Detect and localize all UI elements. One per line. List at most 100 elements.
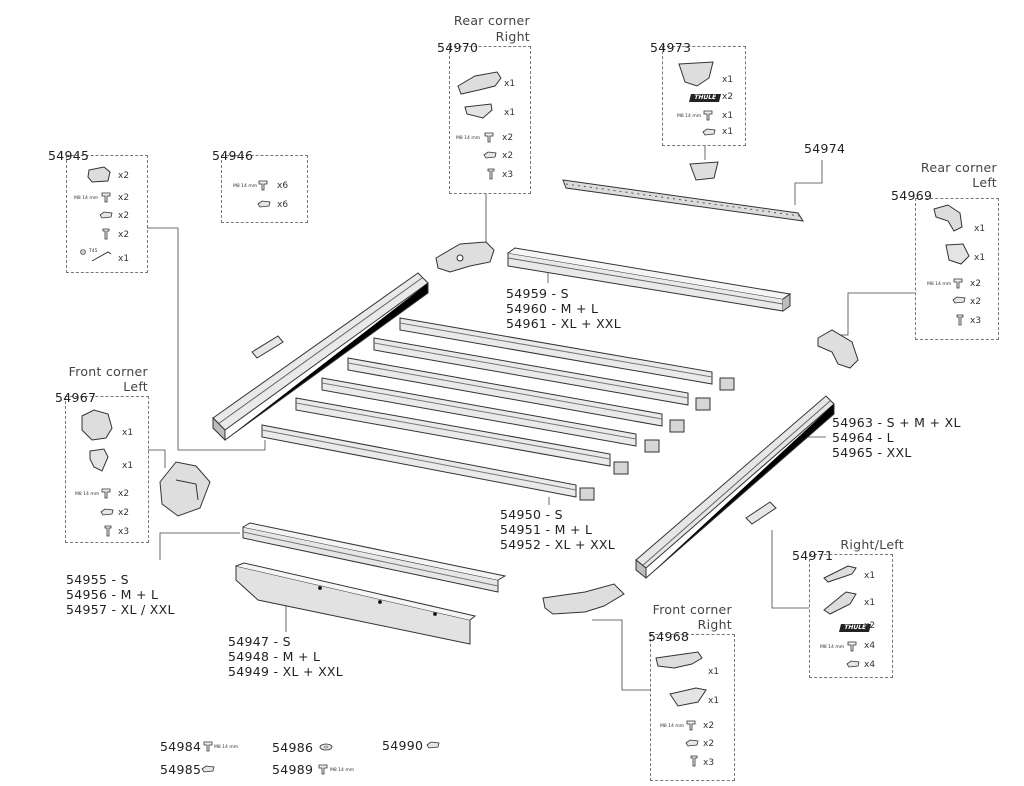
label-side-rail-2: 54964 - L	[832, 430, 894, 445]
bolt-icon	[703, 110, 713, 121]
kit-54968-header-line2: Right	[697, 617, 732, 632]
cover-plate-icon	[823, 565, 857, 583]
bolt-icon	[953, 278, 963, 289]
kit-box-54970	[449, 46, 531, 194]
spec-m8: M8 14 mm	[214, 745, 239, 750]
part-rear-left-rail	[212, 272, 429, 442]
label-side-rail-1: 54963 - S + M + XL	[832, 415, 961, 430]
screw-icon	[956, 314, 964, 326]
qty: x6	[277, 200, 289, 210]
nut-icon	[483, 151, 497, 159]
corner-bracket-icon	[81, 409, 113, 441]
spec-m8: M8 14 mm	[330, 768, 355, 773]
part-54974-number: 54974	[804, 141, 846, 156]
leader-front-rail	[159, 532, 240, 560]
nut-icon	[702, 128, 716, 136]
label-fairing-ml: 54948 - M + L	[228, 649, 321, 664]
loose-part-54990: 54990	[382, 738, 424, 753]
kit-54968-header-line1: Front corner	[652, 602, 732, 617]
leader-54945	[147, 227, 266, 451]
qty: x2	[502, 133, 514, 143]
corner-bracket-icon	[655, 651, 703, 669]
nut-icon	[100, 508, 114, 516]
kit-54970-number: 54970	[437, 40, 479, 55]
label-fairing-s: 54947 - S	[228, 634, 291, 649]
part-front-corner-left	[159, 461, 211, 517]
crossbar-end-blocks	[579, 377, 735, 501]
leader-54974	[794, 160, 823, 205]
part-front-rail	[242, 522, 507, 593]
part-small-cover-right	[745, 501, 777, 525]
label-crossbars-xl: 54952 - XL + XXL	[500, 537, 616, 552]
screw-icon	[690, 755, 698, 767]
bolt-icon	[101, 488, 111, 499]
label-side-rail: 54963 - S + M + XL 54964 - L 54965 - XXL	[832, 415, 961, 460]
label-crossbars: 54950 - S 54951 - M + L 54952 - XL + XXL	[500, 507, 615, 552]
kit-box-54968	[650, 634, 735, 781]
leader-54969	[830, 292, 915, 336]
kit-box-54973	[662, 46, 746, 146]
qty: x4	[864, 641, 876, 651]
kit-54969-header-line2: Left	[972, 175, 997, 190]
label-front-rail-ml: 54956 - M + L	[66, 587, 159, 602]
kit-box-54967	[65, 396, 149, 543]
cover-plate-icon	[823, 591, 857, 615]
screw-icon	[102, 228, 110, 240]
part-rear-rail	[507, 247, 792, 312]
qty: x3	[703, 758, 715, 768]
end-cap-icon	[678, 61, 714, 87]
kit-54969-header-line1: Rear corner	[920, 160, 997, 175]
kit-box-54946	[221, 155, 308, 223]
bolt-icon	[203, 741, 213, 752]
kit-54968-number: 54968	[648, 629, 690, 644]
qty: x2	[970, 297, 982, 307]
nut-icon	[201, 765, 215, 773]
part-wind-fairing	[235, 562, 477, 645]
screw-icon	[487, 168, 495, 180]
label-front-rail: 54955 - S 54956 - M + L 54957 - XL / XXL	[66, 572, 175, 617]
kit-54973-number: 54973	[650, 40, 692, 55]
part-54974-strip	[562, 179, 804, 222]
kit-54945-number: 54945	[48, 148, 90, 163]
spec-m8: M8 14 mm	[233, 184, 258, 189]
qty: x2	[864, 621, 876, 631]
bolt-icon	[258, 180, 268, 191]
part-rear-corner-left	[817, 329, 859, 369]
nut-icon	[846, 660, 860, 668]
loose-part-54985: 54985	[160, 762, 202, 777]
bracket-plate-icon	[945, 243, 970, 265]
qty: x1	[504, 79, 516, 89]
bolt-icon	[686, 720, 696, 731]
qty: x1	[864, 571, 876, 581]
bolt-icon	[484, 132, 494, 143]
spec-m8: M8 14 mm	[677, 114, 702, 119]
bolt-icon	[318, 764, 328, 775]
qty: x1	[708, 696, 720, 706]
loose-part-54984: 54984	[160, 739, 202, 754]
qty: x2	[722, 92, 734, 102]
label-crossbars-ml: 54951 - M + L	[500, 522, 593, 537]
kit-54971-header: Right/Left	[840, 537, 904, 552]
label-rear-rail-xl: 54961 - XL + XXL	[506, 316, 622, 331]
spec-m8: M8 14 mm	[820, 645, 845, 650]
spec-m8: M8 14 mm	[74, 196, 99, 201]
kit-54971-number: 54971	[792, 548, 834, 563]
tool-label: T45	[89, 249, 98, 254]
qty: x1	[118, 254, 130, 264]
qty: x1	[722, 111, 734, 121]
washer-icon	[319, 743, 333, 751]
qty: x2	[118, 171, 130, 181]
corner-bracket-icon	[457, 71, 502, 95]
nut-icon	[99, 211, 113, 219]
qty: x1	[974, 253, 986, 263]
part-rear-corner-right	[435, 241, 495, 273]
kit-54946-number: 54946	[212, 148, 254, 163]
kit-54970-header-line1: Rear corner	[453, 13, 530, 28]
loose-part-54989: 54989	[272, 762, 314, 777]
part-crossbars	[261, 317, 713, 498]
screw-icon	[104, 525, 112, 537]
qty: x1	[722, 127, 734, 137]
bracket-plate-icon	[89, 448, 109, 472]
label-front-rail-s: 54955 - S	[66, 572, 129, 587]
bracket-plate-icon	[669, 687, 707, 707]
